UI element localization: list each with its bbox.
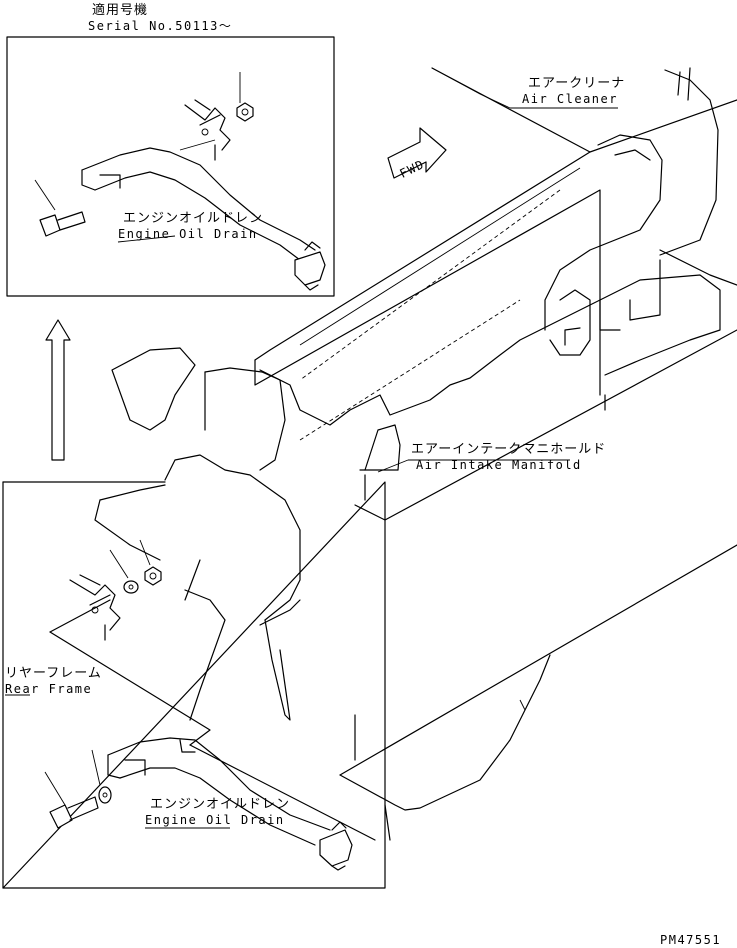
rear-frame-label-en: Rear Frame xyxy=(5,682,92,696)
bottom-oil-drain-assembly xyxy=(44,737,353,871)
fwd-arrow-icon: FWD xyxy=(387,127,447,181)
oil-drain-top-label-en: Engine Oil Drain xyxy=(118,227,258,241)
bottom-bracket-assembly xyxy=(69,539,162,641)
intake-label-en: Air Intake Manifold xyxy=(416,458,582,472)
drawing-number: PM47551 xyxy=(660,933,721,947)
serial-header-en: Serial No.50113～ xyxy=(88,19,232,33)
intake-label-jp: エアーインテークマニホールド xyxy=(411,442,606,457)
air-cleaner-label-jp: エアークリーナ xyxy=(528,76,625,91)
fan xyxy=(94,347,301,721)
up-arrow-icon xyxy=(45,319,71,461)
serial-inset-box xyxy=(6,36,335,297)
oil-drain-bottom-label-jp: エンジンオイルドレン xyxy=(150,797,290,812)
oil-drain-top-label-jp: エンジンオイルドレン xyxy=(123,211,263,226)
engine-body xyxy=(254,67,737,841)
leader-lines xyxy=(5,67,618,829)
main-inset-box xyxy=(2,481,386,889)
air-cleaner-elbow xyxy=(544,67,719,356)
air-cleaner-label-en: Air Cleaner xyxy=(522,92,618,106)
top-oil-drain-assembly xyxy=(34,72,326,291)
rear-frame-label-jp: リヤーフレーム xyxy=(5,666,102,681)
serial-header-jp: 適用号機 xyxy=(92,2,148,18)
oil-drain-bottom-label-en: Engine Oil Drain xyxy=(145,813,285,827)
